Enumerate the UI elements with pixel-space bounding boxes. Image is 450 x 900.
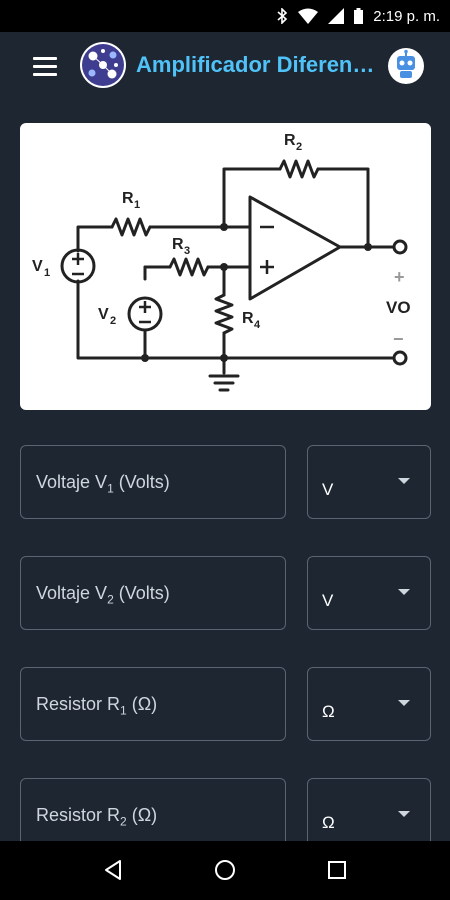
vo-plus: +: [394, 267, 405, 287]
v2-label: V: [98, 306, 109, 323]
r2-sub: 2: [296, 141, 302, 153]
app-logo: [80, 42, 126, 88]
unit-value: V: [322, 591, 334, 610]
home-icon[interactable]: [214, 859, 236, 881]
battery-icon: [354, 8, 364, 24]
robot-icon[interactable]: [388, 48, 424, 84]
voltage-v2-field[interactable]: Voltaje V2 (Volts): [20, 556, 286, 630]
voltage-v1-field[interactable]: Voltaje V1 (Volts): [20, 445, 286, 519]
v1-sub: 1: [44, 267, 50, 279]
field-label: Resistor R1 (Ω): [36, 693, 158, 718]
unit-value: Ω: [322, 702, 335, 721]
dropdown-caret-icon: [398, 811, 410, 817]
v2-sub: 2: [110, 315, 116, 327]
field-label: Voltaje V2 (Volts): [36, 582, 170, 607]
status-bar: 2:19 p. m.: [0, 0, 450, 32]
r1-label: R: [122, 190, 134, 207]
voltage-v2-unit-select[interactable]: V: [307, 556, 431, 630]
field-label: Voltaje V1 (Volts): [36, 471, 170, 496]
vo-label: VO: [386, 298, 411, 317]
r4-sub: 4: [254, 319, 261, 331]
unit-value: V: [322, 480, 334, 499]
r3-sub: 3: [184, 245, 190, 257]
app-bar: Amplificador Diferencial: [0, 32, 450, 102]
signal-icon: [328, 8, 345, 24]
clock: 2:19 p. m.: [373, 7, 440, 25]
dropdown-caret-icon: [398, 589, 410, 595]
resistor-r1-unit-select[interactable]: Ω: [307, 667, 431, 741]
dropdown-caret-icon: [398, 478, 410, 484]
r4-label: R: [242, 310, 254, 327]
menu-icon[interactable]: [33, 57, 57, 77]
vo-minus: −: [393, 329, 404, 349]
resistor-r1-field[interactable]: Resistor R1 (Ω): [20, 667, 286, 741]
dropdown-caret-icon: [398, 700, 410, 706]
voltage-v1-unit-select[interactable]: V: [307, 445, 431, 519]
r3-label: R: [172, 236, 184, 253]
v1-label: V: [32, 258, 43, 275]
bluetooth-icon: [277, 8, 288, 24]
page-title: Amplificador Diferencial: [136, 52, 376, 77]
back-icon[interactable]: [103, 859, 123, 881]
unit-value: Ω: [322, 813, 335, 832]
r1-sub: 1: [134, 199, 140, 211]
recents-icon[interactable]: [327, 859, 347, 881]
system-nav-bar: [0, 841, 450, 900]
r2-label: R: [284, 132, 296, 149]
wifi-icon: [298, 8, 319, 24]
circuit-diagram: R 1 R 2 R 3 R 4 V 1 V 2 + VO −: [20, 123, 431, 410]
field-label: Resistor R2 (Ω): [36, 804, 158, 829]
